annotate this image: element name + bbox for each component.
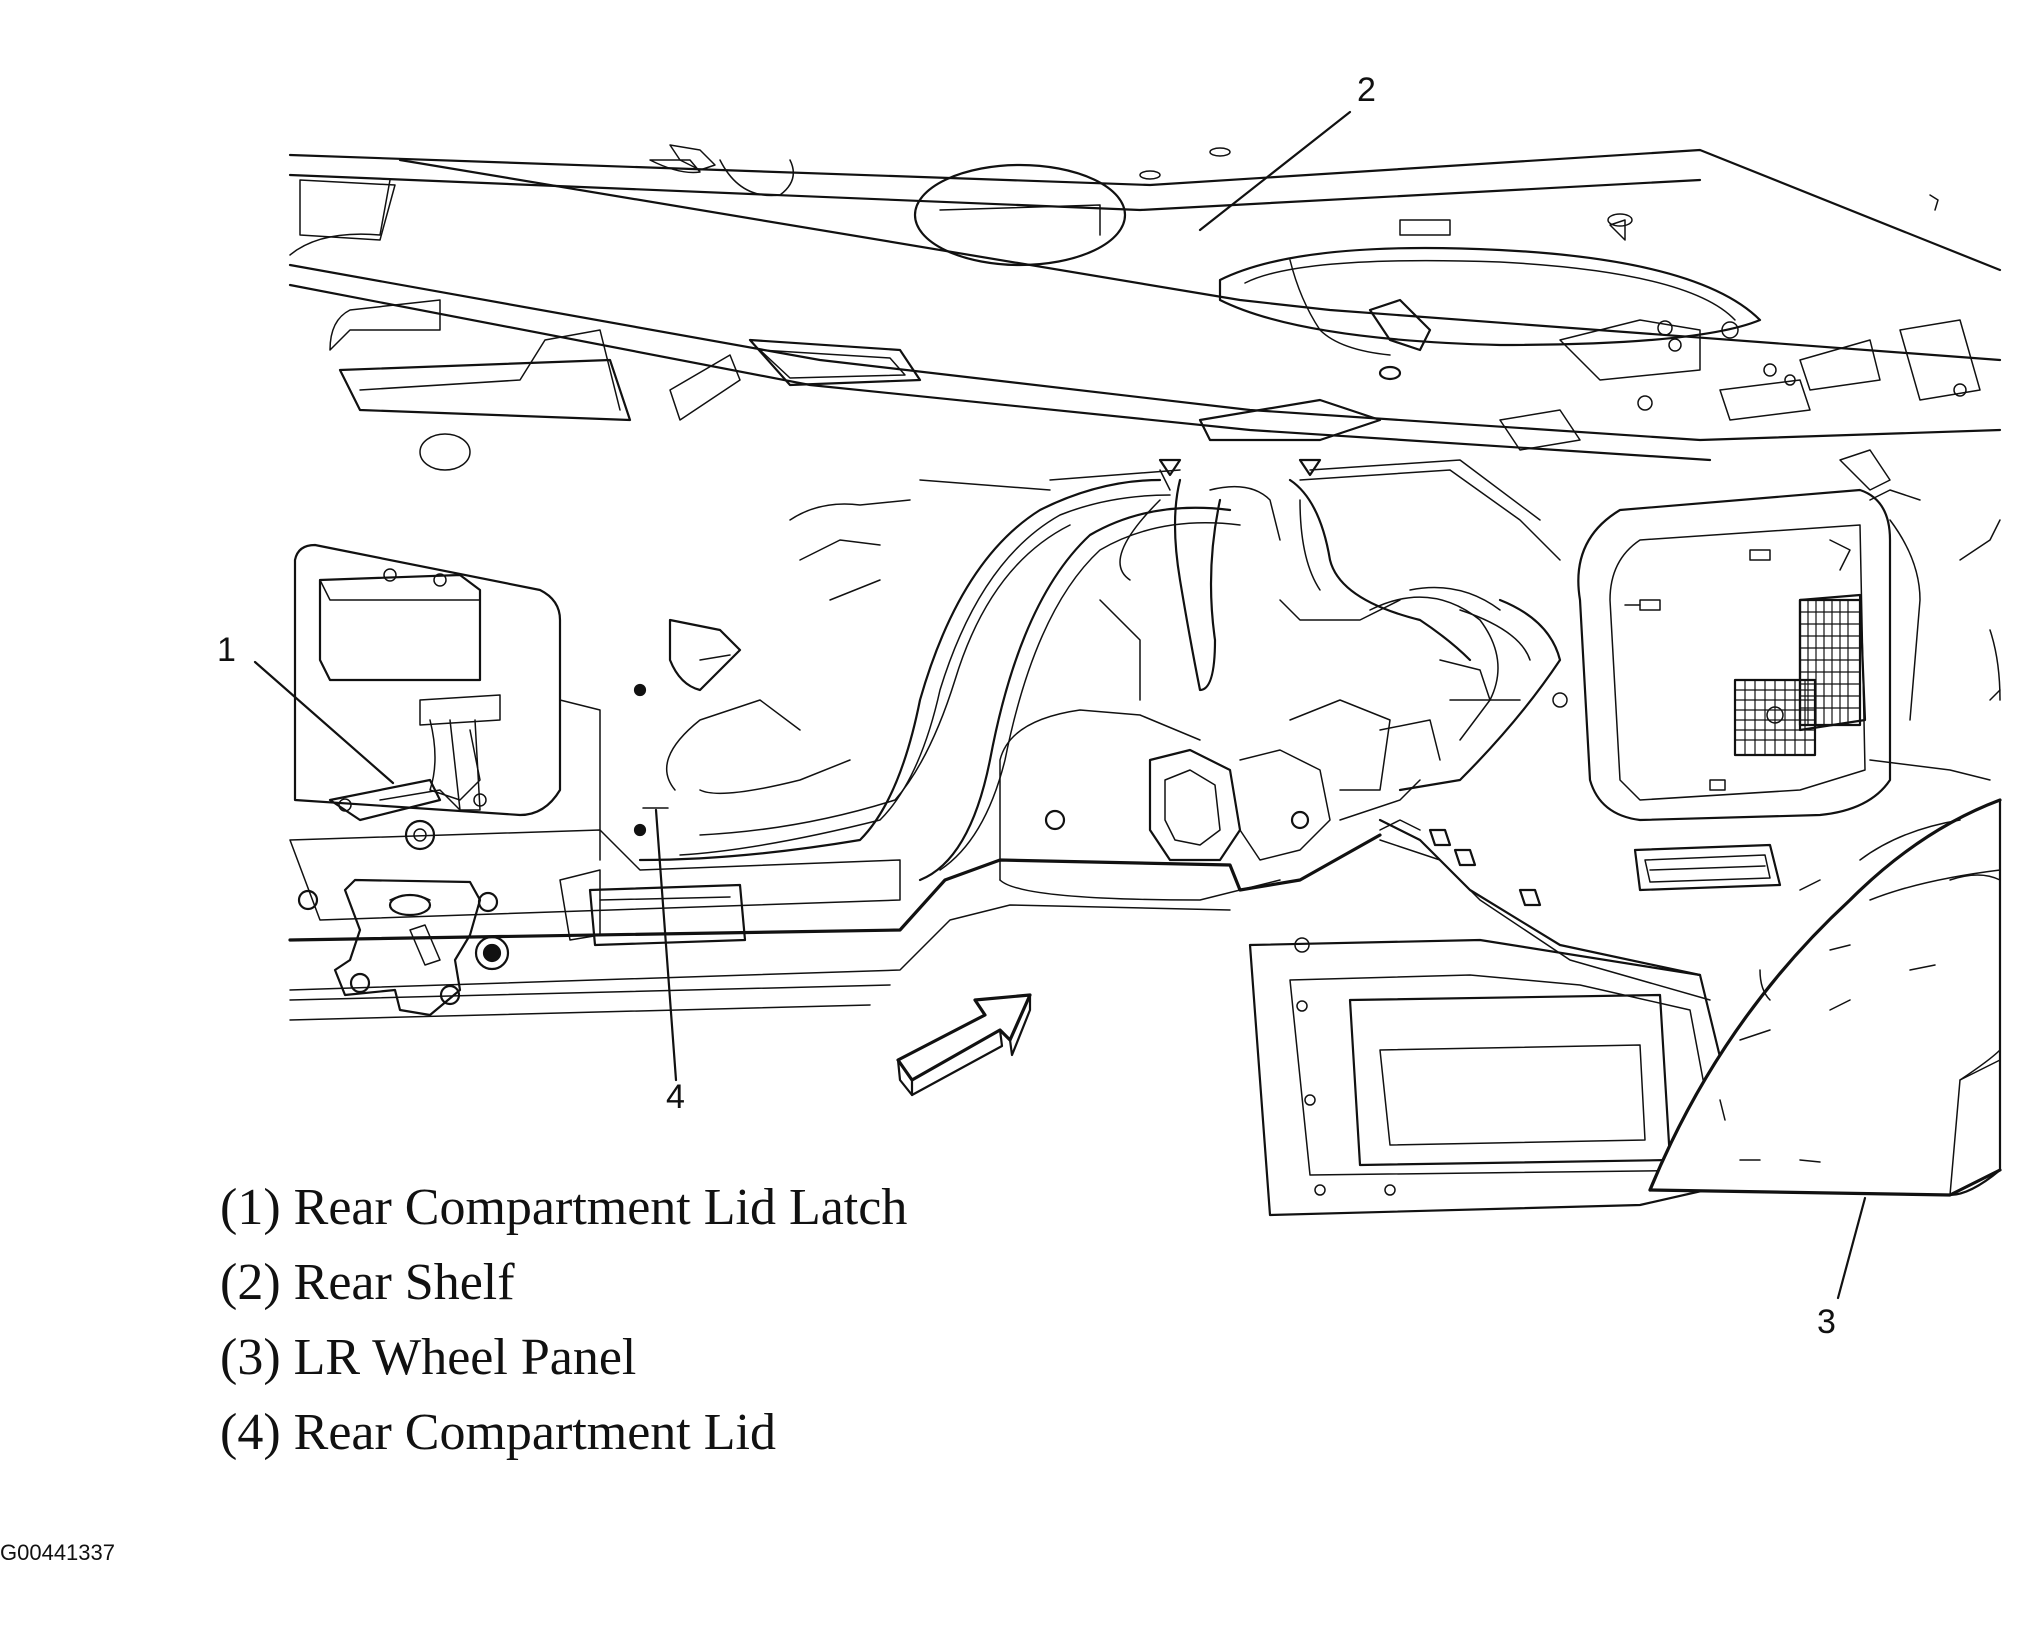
leader-line-2	[1198, 110, 1352, 232]
legend-item-2: (2) Rear Shelf	[220, 1254, 515, 1311]
legend-item-4: (4) Rear Compartment Lid	[220, 1404, 776, 1461]
module-grid	[1798, 598, 1862, 727]
side-panel-drawing	[1577, 449, 2001, 892]
leader-line-3	[1836, 1196, 1867, 1300]
callout-number-4: 4	[666, 1078, 685, 1116]
leader-lines	[253, 110, 1867, 1300]
rear-shelf-drawing	[288, 144, 2002, 471]
legend-item-1: (1) Rear Compartment Lid Latch	[220, 1179, 908, 1236]
rear-compartment-lid-drawing	[633, 458, 1568, 901]
callout-number-1: 1	[217, 631, 236, 669]
callout-number-3: 3	[1817, 1303, 1836, 1341]
legend-item-3: (3) LR Wheel Panel	[220, 1329, 637, 1386]
leader-line-1	[253, 660, 395, 785]
leader-line-4	[654, 808, 678, 1082]
rear-compartment-lid-latch-drawing	[288, 543, 1382, 1021]
lr-wheel-panel-drawing	[1648, 798, 2002, 1197]
module-grid-lower	[1733, 678, 1817, 757]
legend: (1) Rear Compartment Lid Latch (2) Rear …	[220, 1178, 907, 1478]
callout-number-2: 2	[1357, 71, 1376, 109]
view-direction-arrow	[896, 993, 1032, 1097]
figure-id: G00441337	[0, 1540, 115, 1565]
